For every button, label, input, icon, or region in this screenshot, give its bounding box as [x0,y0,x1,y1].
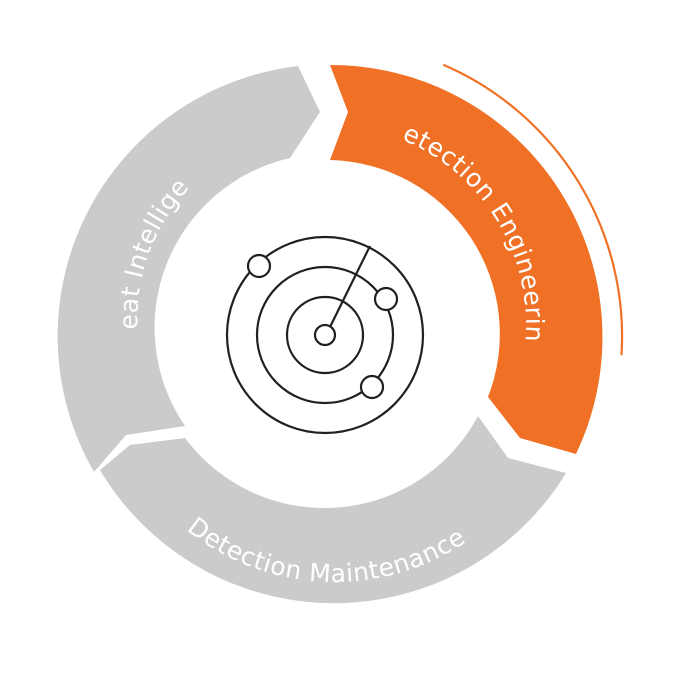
radar-sweep-line [329,245,371,328]
radar-middle-ring [255,265,395,405]
radar-outer-ring [225,235,425,435]
segment-detection-engineering [330,64,603,454]
radar-inner-ring [285,295,365,375]
segment-threat-intelligence [57,66,320,472]
radar-center-dot [313,323,337,347]
segment-detection-maintenance [100,416,566,604]
radar-icon [225,235,425,435]
radar-blip-top-left [246,253,272,279]
radar-blip-right [373,286,399,312]
active-stage-accent-arc [442,63,624,356]
radar-blip-bottom-right [359,374,385,400]
